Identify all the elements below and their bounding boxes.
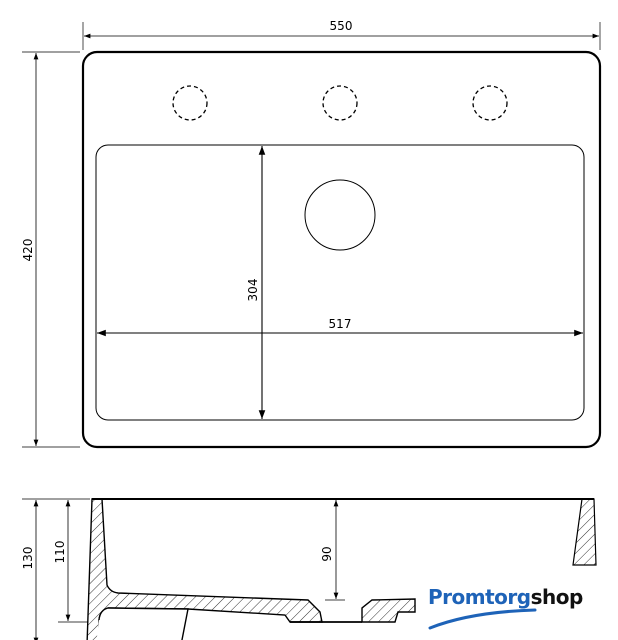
width-label: 550	[330, 19, 353, 33]
logo-swoosh	[428, 608, 537, 630]
overflow-channel	[96, 607, 189, 640]
right-floor-section	[361, 598, 416, 623]
basin-depth-label: 304	[246, 279, 260, 302]
total-height-label: 130	[21, 547, 35, 570]
promtorgshop-logo: Promtorgshop	[428, 585, 583, 609]
tap-hole-center	[322, 85, 358, 121]
right-wall-section	[572, 498, 597, 566]
sink-outline	[81, 50, 602, 449]
bowl-depth-label: 90	[320, 546, 334, 561]
drain-hole	[304, 179, 376, 251]
inner-height-label: 110	[53, 541, 67, 564]
section-view	[22, 498, 597, 640]
logo-part1: Promtorg	[428, 585, 531, 609]
logo-part2: shop	[530, 585, 584, 609]
basin-width-label: 517	[329, 317, 352, 331]
tap-hole-left	[172, 85, 208, 121]
tap-hole-right	[472, 85, 508, 121]
basin-outline	[95, 144, 585, 421]
height-label: 420	[21, 239, 35, 262]
top-view	[22, 22, 602, 449]
